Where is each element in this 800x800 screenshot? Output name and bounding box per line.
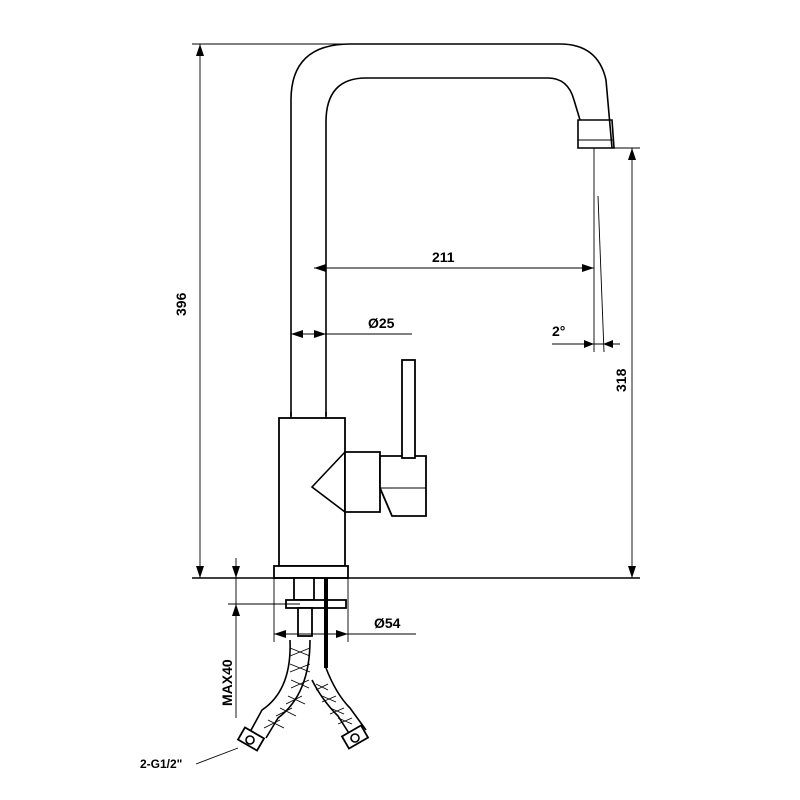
lever-housing xyxy=(344,451,381,513)
faucet-outline xyxy=(192,43,640,752)
base-ring xyxy=(273,565,349,579)
dim-396-arrow-top xyxy=(196,44,204,56)
dim-max40-label: MAX40 xyxy=(219,659,235,706)
dim-54-arrow-right xyxy=(336,630,348,638)
dimensions: 396 211 Ø25 2° 318 Ø54 xyxy=(140,43,640,771)
dim-max40-arrow-bottom xyxy=(232,604,240,616)
spout-nozzle xyxy=(577,119,615,149)
hose-left-inner xyxy=(265,639,311,739)
hose-left-outer xyxy=(249,639,291,733)
stud xyxy=(297,607,313,637)
dim-211-arrow-right xyxy=(582,264,594,272)
spout-inner xyxy=(325,77,581,416)
dim-25-label: Ø25 xyxy=(368,315,395,331)
dim-396-arrow-bottom xyxy=(196,566,204,578)
cartridge-cone xyxy=(310,451,346,513)
hose-braid xyxy=(263,647,353,729)
braided-hoses xyxy=(236,639,370,752)
dim-connection-label: 2-G1/2" xyxy=(140,757,182,771)
hose-right-inner xyxy=(311,679,353,739)
dim-318-arrow-top xyxy=(628,148,636,160)
angle-arrow-right xyxy=(603,340,613,348)
dim-54-label: Ø54 xyxy=(374,615,401,631)
dim-connection-leader xyxy=(195,747,239,765)
lever-block xyxy=(379,455,427,517)
dim-318-label: 318 xyxy=(613,368,629,392)
angle-arrow-left xyxy=(584,340,594,348)
dim-25-arrow-right xyxy=(314,330,326,338)
fitting-right-hole xyxy=(350,733,360,743)
dim-318-arrow-bottom xyxy=(628,566,636,578)
mixer-body xyxy=(278,417,346,567)
dim-max40-arrow-top xyxy=(232,566,240,578)
hose-right-outer xyxy=(325,667,367,731)
dim-396-label: 396 xyxy=(173,292,189,316)
shank xyxy=(293,577,315,601)
dim-25-arrow-left xyxy=(291,330,303,338)
dim-211-label: 211 xyxy=(432,249,455,265)
spout-outer xyxy=(290,43,613,416)
dim-angle-label: 2° xyxy=(552,323,565,339)
dim-54-arrow-left xyxy=(274,630,286,638)
lever-handle xyxy=(401,359,416,459)
dim-211-arrow-left xyxy=(314,264,326,272)
fitting-right xyxy=(340,724,370,750)
fitting-left xyxy=(236,726,266,752)
stream-angled xyxy=(597,195,605,353)
fitting-left-hole xyxy=(245,735,255,745)
